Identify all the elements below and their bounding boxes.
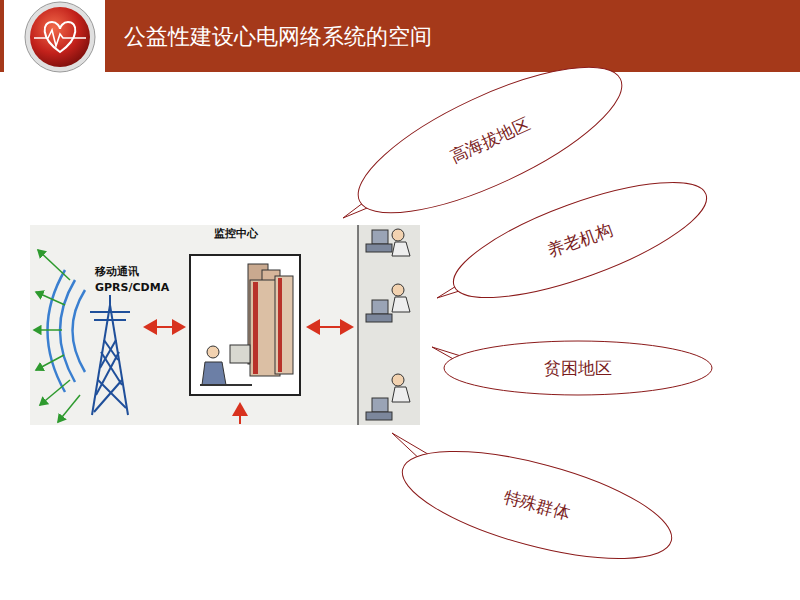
callout-tails (343, 175, 510, 478)
slide-title: 公益性建设心电网络系统的空间 (124, 22, 432, 52)
logo-ecg (34, 30, 86, 46)
speech-bubble: 贫困地区 (443, 340, 713, 396)
logo (30, 7, 90, 67)
picture-label: 移动通讯 (95, 265, 139, 278)
logo-ring (25, 2, 95, 72)
picture-label: GPRS/CDMA (95, 281, 169, 294)
header-bar (105, 0, 800, 72)
network-picture (30, 225, 420, 425)
header-strip (0, 0, 4, 72)
picture-label: 监控中心 (214, 227, 258, 240)
speech-bubble: 特殊群体 (391, 428, 683, 582)
bubble-text: 贫困地区 (544, 357, 612, 379)
